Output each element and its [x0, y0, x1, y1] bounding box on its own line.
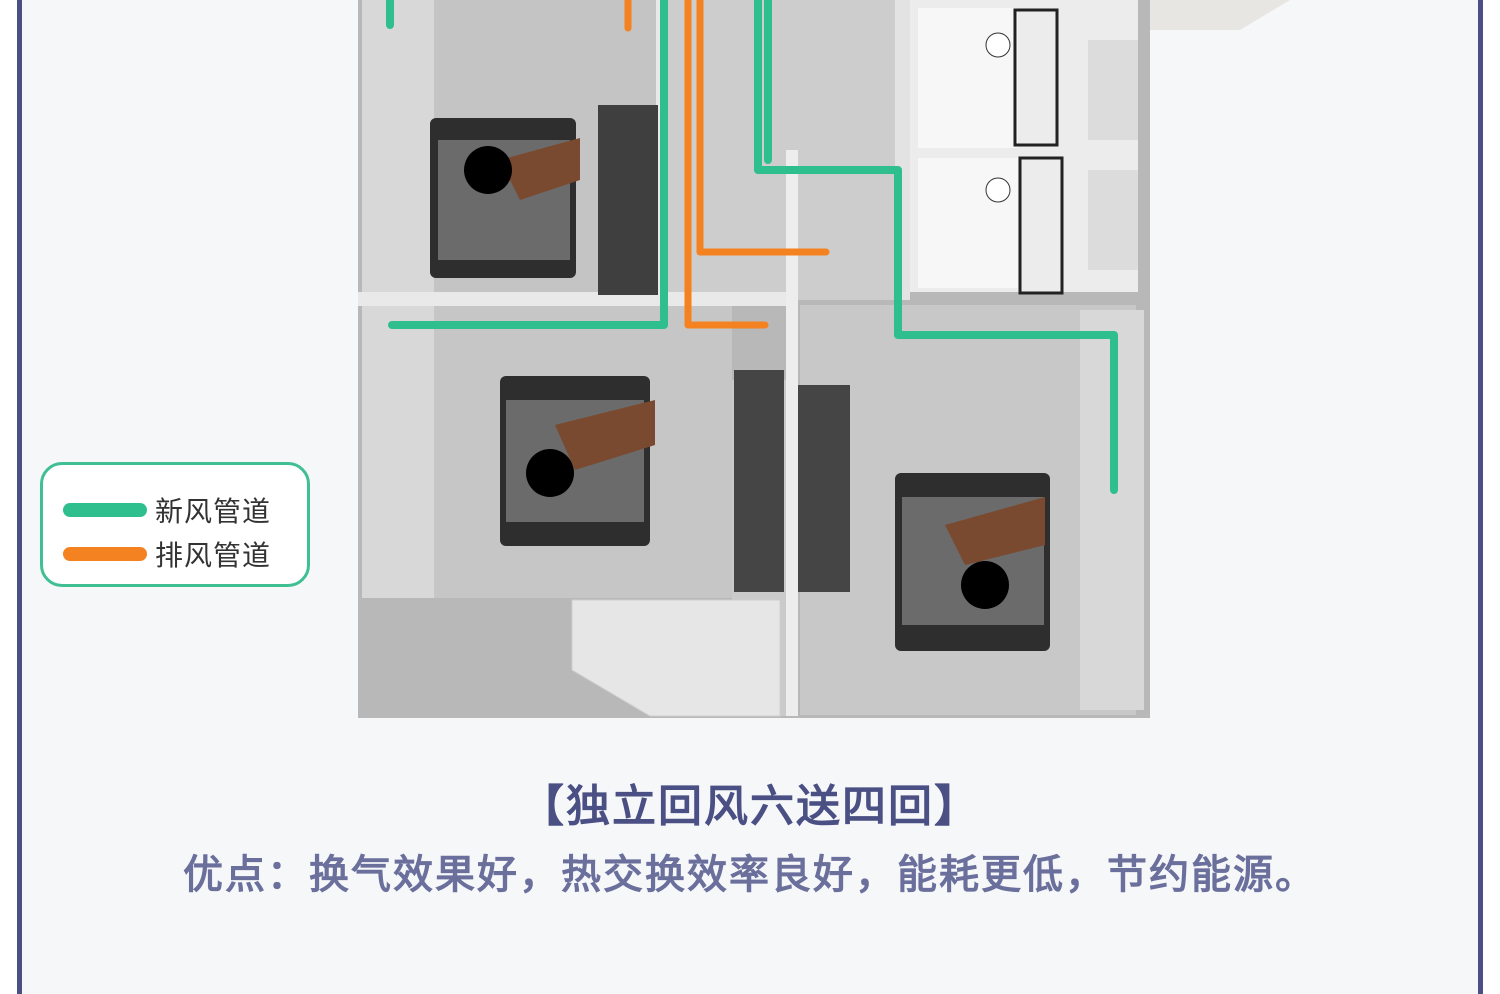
balcony-bottom [571, 599, 781, 717]
wardrobe [734, 370, 784, 592]
bed-bottom-right [895, 473, 1050, 651]
fresh-air-duct [386, 0, 1118, 494]
vanity-1 [1088, 40, 1138, 140]
shower-screen-1 [1013, 8, 1059, 147]
wall [786, 150, 798, 716]
shower-screen-2 [1018, 156, 1064, 295]
wardrobe [598, 105, 658, 295]
wall-panel [362, 306, 434, 598]
toilet-icon [985, 32, 1011, 58]
balcony-top-right [1150, 0, 1290, 30]
wardrobe [798, 385, 850, 592]
bathroom-1 [918, 8, 1018, 148]
exhaust-duct [624, 0, 830, 329]
legend-item-fresh-air: 新风管道 [63, 495, 271, 528]
wall-panel [362, 0, 434, 292]
legend-item-exhaust: 排风管道 [63, 539, 271, 572]
wall [358, 292, 798, 306]
bed-top-left [430, 118, 580, 278]
caption-title: 【独立回风六送四回】 [520, 781, 980, 832]
exhaust-swatch [63, 547, 147, 561]
toilet-icon [985, 177, 1011, 203]
bed-bottom-left [500, 376, 655, 546]
left-frame-border [0, 0, 22, 994]
right-frame-border [1478, 0, 1500, 994]
fresh-air-swatch [63, 503, 147, 517]
vanity-2 [1088, 170, 1138, 270]
bathroom-2 [918, 158, 1018, 288]
caption-description: 优点：换气效果好，热交换效率良好，能耗更低，节约能源。 [183, 852, 1317, 898]
duct-legend: 新风管道 排风管道 [40, 462, 310, 587]
legend-label: 新风管道 [155, 495, 272, 528]
legend-label: 排风管道 [155, 539, 272, 572]
